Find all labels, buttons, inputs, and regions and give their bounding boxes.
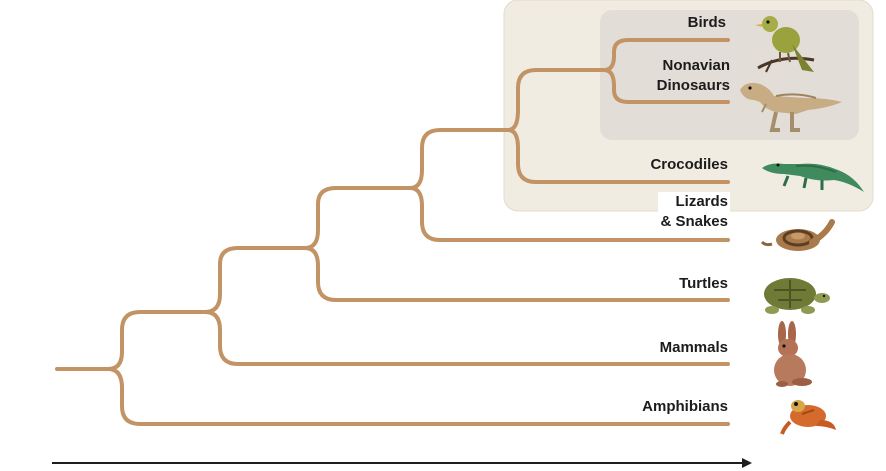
branch-mammals	[203, 310, 730, 366]
branch-birds	[602, 38, 730, 72]
time-axis	[52, 458, 752, 468]
snake-icon	[760, 219, 835, 251]
branch-crocodiles	[506, 128, 730, 184]
label-lizards-line1: Lizards	[675, 193, 728, 210]
frog-icon	[780, 400, 836, 435]
branch-amniotes	[106, 310, 207, 371]
branch-amphibians	[106, 367, 730, 426]
label-nonavian-dinosaurs: Nonavian Dinosaurs	[657, 56, 730, 96]
label-amphibians: Amphibians	[642, 397, 728, 417]
label-birds: Birds	[688, 13, 726, 33]
bird-icon	[755, 16, 815, 73]
turtle-icon	[764, 278, 830, 314]
branch-dinosaurs	[506, 68, 606, 132]
label-mammals: Mammals	[660, 338, 728, 358]
branch-reptiles	[203, 246, 307, 314]
label-turtles: Turtles	[679, 274, 728, 294]
dinosaur-icon	[740, 82, 842, 132]
label-lizards-line2: & Snakes	[660, 213, 728, 230]
label-nonavian-line1: Nonavian	[662, 57, 730, 74]
branch-archosaurs	[408, 128, 510, 190]
crocodile-icon	[762, 163, 864, 192]
label-lizards-snakes: Lizards & Snakes	[658, 192, 730, 232]
label-crocodiles-line1: Crocodiles	[650, 156, 728, 173]
label-amphibians-line1: Amphibians	[642, 398, 728, 415]
branch-diapsids	[303, 186, 412, 250]
label-turtles-line1: Turtles	[679, 275, 728, 292]
label-crocodiles: Crocodiles	[650, 155, 728, 175]
label-mammals-line1: Mammals	[659, 339, 728, 356]
label-birds-line1: Birds	[687, 14, 726, 31]
branch-turtles	[303, 246, 730, 302]
branch-nonavian-dinosaurs	[602, 68, 730, 104]
label-nonavian-line2: Dinosaurs	[656, 77, 730, 94]
branch-lizards-snakes	[408, 186, 730, 242]
rabbit-icon	[774, 321, 812, 387]
